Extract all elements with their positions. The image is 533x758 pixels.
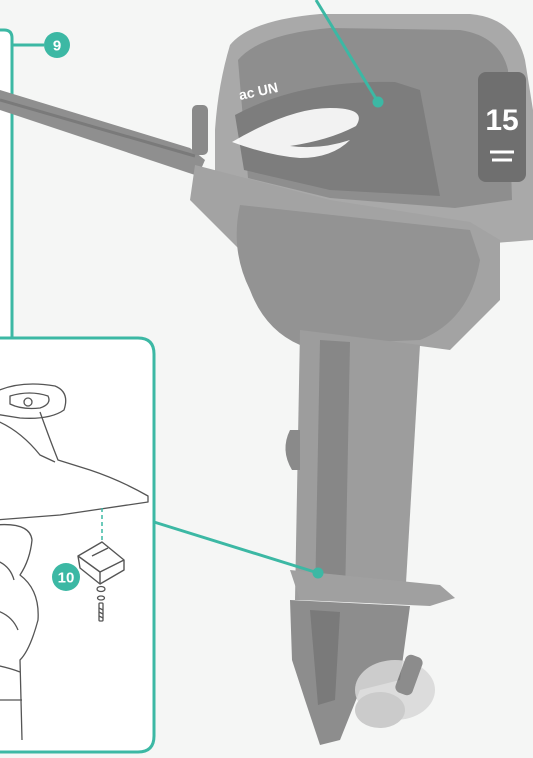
leader-line: [154, 522, 318, 573]
power-number-text: 15: [485, 104, 518, 137]
callout-panel-9: [0, 30, 12, 350]
callout-10-number: 10: [58, 570, 75, 587]
leader-dot: [313, 568, 324, 579]
callout-badge-9: 9: [44, 32, 70, 58]
tiller-handle: [0, 90, 205, 176]
callout-9-number: 9: [53, 38, 61, 55]
tiller-knob: [192, 105, 208, 155]
detail-panel-10: [0, 338, 154, 752]
engine-shaft: [295, 330, 420, 600]
leader-dot: [373, 97, 384, 108]
callout-badge-10: 10: [52, 563, 80, 591]
detail-panel-frame: [0, 338, 154, 752]
